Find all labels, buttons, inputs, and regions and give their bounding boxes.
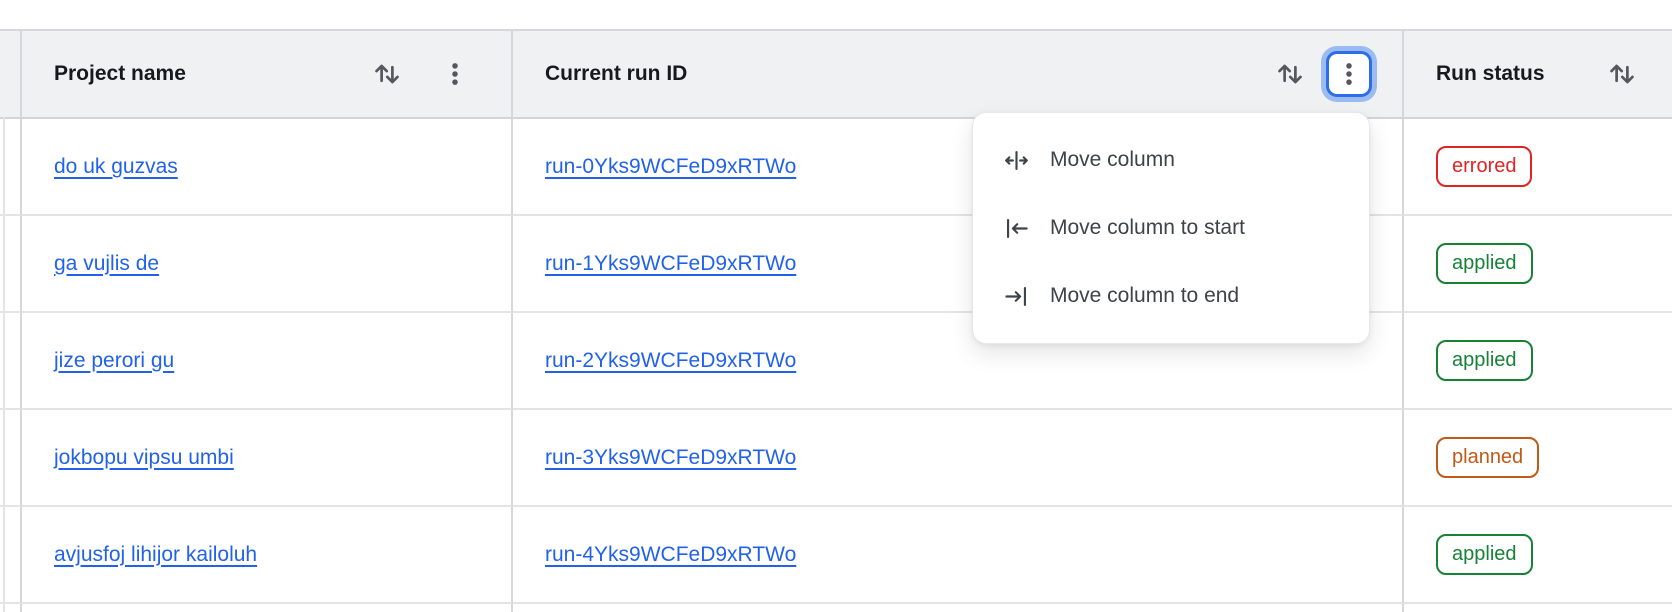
sort-project-name-button[interactable]: [369, 54, 405, 94]
run-id-cell: run-2Yks9WCFeD9xRTWo: [513, 313, 1404, 410]
header-cell-gutter: [0, 31, 22, 119]
table-row: avjusfoj lihijor kailoluh run-4Yks9WCFeD…: [0, 505, 1672, 604]
project-link[interactable]: avjusfoj lihijor kailoluh: [54, 542, 258, 566]
project-name-cell: jize perori gu: [22, 313, 513, 410]
project-name-column-menu-button[interactable]: [437, 54, 473, 94]
run-status-cell: errored: [1404, 119, 1672, 216]
run-id-link[interactable]: run-2Yks9WCFeD9xRTWo: [545, 348, 797, 372]
column-label-run-status: Run status: [1436, 62, 1545, 85]
status-badge: errored: [1436, 146, 1533, 187]
header-cell-project-name: Project name: [22, 31, 513, 119]
status-badge: applied: [1436, 534, 1533, 575]
header-cell-run-status: Run status: [1404, 31, 1672, 119]
status-badge: planned: [1436, 437, 1540, 478]
current-run-id-column-menu-button-focused[interactable]: [1326, 51, 1372, 97]
move-column-to-end-icon: [1003, 283, 1030, 310]
menu-item-label: Move column to start: [1050, 216, 1245, 239]
status-badge: applied: [1436, 243, 1533, 284]
table-row: jize perori gu run-2Yks9WCFeD9xRTWo appl…: [0, 311, 1672, 410]
header-cell-current-run-id: Current run ID: [513, 31, 1404, 119]
project-name-cell: avjusfoj lihijor kailoluh: [22, 507, 513, 604]
run-id-cell: run-0Yks9WCFeD9xRTWo: [513, 119, 1404, 216]
sort-current-run-id-button[interactable]: [1272, 54, 1308, 94]
table-header-row: Project name Current run ID: [0, 31, 1672, 119]
run-status-cell: applied: [1404, 313, 1672, 410]
kebab-menu-icon: [1346, 63, 1352, 85]
run-id-link[interactable]: run-4Yks9WCFeD9xRTWo: [545, 542, 797, 566]
row-gutter-cell: [0, 117, 22, 216]
row-gutter-cell: [0, 602, 22, 612]
run-id-link[interactable]: run-1Yks9WCFeD9xRTWo: [545, 251, 797, 275]
run-status-cell: applied: [1404, 216, 1672, 313]
status-badge: applied: [1436, 340, 1533, 381]
run-id-cell: run-4Yks9WCFeD9xRTWo: [513, 507, 1404, 604]
projects-table: Project name Current run ID: [0, 29, 1672, 612]
row-gutter-cell: [0, 505, 22, 604]
sort-arrows-icon: [375, 64, 399, 84]
project-link[interactable]: jokbopu vipsu umbi: [54, 445, 234, 469]
menu-item-move-column-to-end[interactable]: Move column to end: [973, 262, 1369, 330]
run-id-cell: run-1Yks9WCFeD9xRTWo: [513, 216, 1404, 313]
sort-arrows-icon: [1278, 64, 1302, 84]
menu-item-move-column-to-start[interactable]: Move column to start: [973, 194, 1369, 262]
table-row: do uk guzvas run-0Yks9WCFeD9xRTWo errore…: [0, 117, 1672, 216]
menu-item-move-column[interactable]: Move column: [973, 126, 1369, 194]
project-link[interactable]: do uk guzvas: [54, 154, 178, 178]
move-column-to-start-icon: [1003, 215, 1030, 242]
menu-item-label: Move column: [1050, 148, 1175, 171]
table-row: ga vujlis de run-1Yks9WCFeD9xRTWo applie…: [0, 214, 1672, 313]
project-link[interactable]: jize perori gu: [54, 348, 175, 372]
run-status-cell: planned: [1404, 410, 1672, 507]
column-label-project-name: Project name: [54, 62, 186, 85]
row-gutter-cell: [0, 311, 22, 410]
row-gutter-cell: [0, 408, 22, 507]
run-id-link[interactable]: run-0Yks9WCFeD9xRTWo: [545, 154, 797, 178]
move-column-icon: [1003, 147, 1030, 174]
run-id-link[interactable]: run-3Yks9WCFeD9xRTWo: [545, 445, 797, 469]
table-row: jokbopu vipsu umbi run-3Yks9WCFeD9xRTWo …: [0, 408, 1672, 507]
column-label-current-run-id: Current run ID: [545, 62, 688, 85]
run-id-cell: run-3Yks9WCFeD9xRTWo: [513, 410, 1404, 507]
project-name-cell: do uk guzvas: [22, 119, 513, 216]
sort-run-status-button[interactable]: [1604, 54, 1640, 94]
kebab-menu-icon: [452, 63, 458, 85]
table-row-clipped: [0, 602, 1672, 612]
column-options-menu: Move column Move column to start Move co…: [972, 112, 1370, 344]
sort-arrows-icon: [1610, 64, 1634, 84]
project-name-cell: jokbopu vipsu umbi: [22, 410, 513, 507]
row-gutter-cell: [0, 214, 22, 313]
run-status-cell: applied: [1404, 507, 1672, 604]
project-name-cell: ga vujlis de: [22, 216, 513, 313]
menu-item-label: Move column to end: [1050, 284, 1240, 307]
project-link[interactable]: ga vujlis de: [54, 251, 160, 275]
